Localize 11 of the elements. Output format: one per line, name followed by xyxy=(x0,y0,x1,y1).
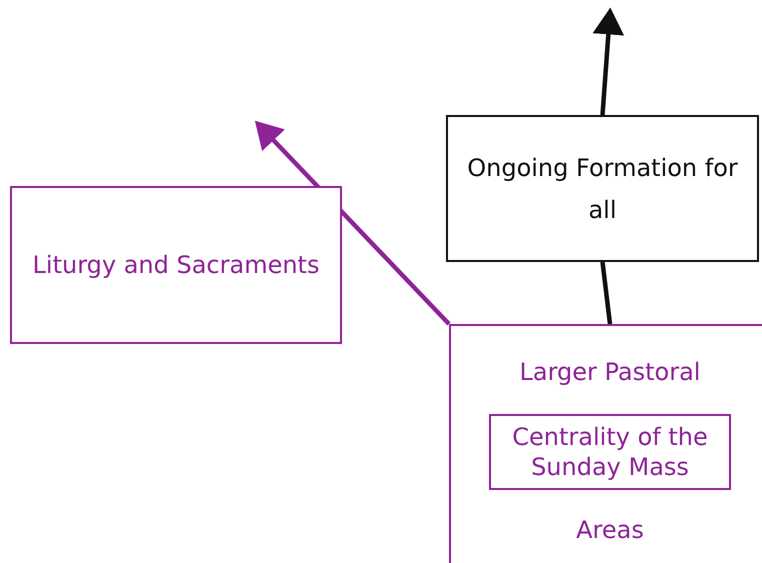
area-box xyxy=(449,324,762,563)
node-label: Liturgy and Sacraments xyxy=(32,250,320,281)
node-label: Ongoing Formation for all xyxy=(466,152,739,226)
node-label: Centrality of the Sunday Mass xyxy=(511,422,709,482)
node-label: Areas xyxy=(576,515,644,546)
node-label: Larger Pastoral xyxy=(520,357,700,388)
text-box xyxy=(489,414,731,490)
arrow xyxy=(254,120,451,326)
text-box xyxy=(10,186,342,344)
text-box xyxy=(446,115,759,262)
arrow xyxy=(592,8,624,116)
